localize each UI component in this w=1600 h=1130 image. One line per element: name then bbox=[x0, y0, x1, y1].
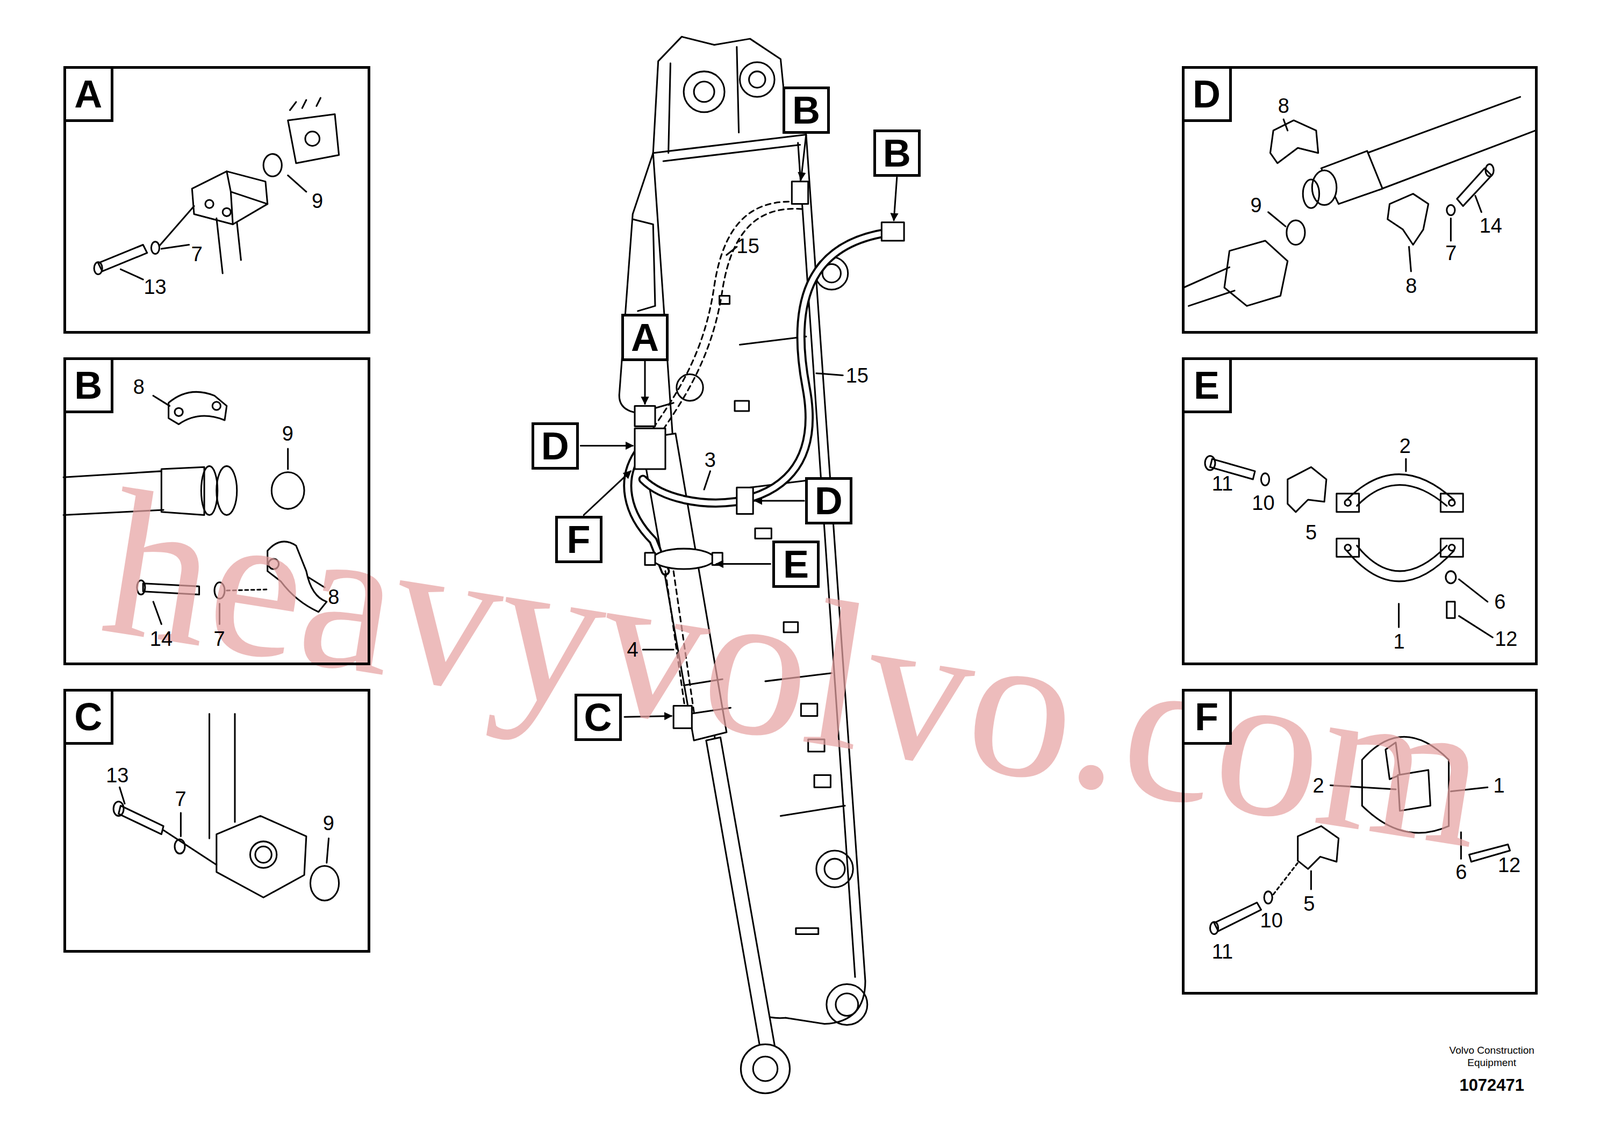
maker-name: Volvo Construction Equipment bbox=[1435, 1044, 1549, 1070]
detail-panel: B bbox=[63, 357, 371, 666]
callout-box: A bbox=[621, 313, 669, 362]
callout-number: 14 bbox=[1479, 215, 1503, 236]
callout-letter: D bbox=[541, 426, 570, 466]
callout-number: 7 bbox=[174, 788, 186, 810]
callout-letter: B bbox=[792, 90, 821, 130]
callout-number: 9 bbox=[323, 813, 335, 834]
detail-panel: F bbox=[1181, 689, 1539, 996]
callout-number: 6 bbox=[1494, 591, 1506, 613]
callout-number: 10 bbox=[1260, 910, 1283, 931]
callout-number: 8 bbox=[327, 586, 340, 608]
panel-letter: D bbox=[1184, 68, 1232, 123]
callout-number: 13 bbox=[105, 765, 129, 786]
callout-number: 9 bbox=[282, 423, 294, 444]
watermark: heavyvolvo.com bbox=[92, 456, 1500, 881]
callout-letter: F bbox=[567, 520, 591, 559]
callout-box: D bbox=[531, 422, 579, 470]
callout-number: 11 bbox=[1211, 473, 1233, 494]
callout-box: B bbox=[782, 86, 830, 134]
detail-panel: D bbox=[1181, 66, 1539, 334]
callout-number: 12 bbox=[1494, 628, 1518, 650]
callout-number: 1 bbox=[1493, 775, 1505, 796]
callout-number: 8 bbox=[1405, 275, 1417, 297]
callout-letter: E bbox=[783, 544, 809, 584]
panel-letter: A bbox=[66, 68, 114, 123]
drawing-number: 1072471 bbox=[1459, 1075, 1525, 1096]
callout-number: 8 bbox=[133, 376, 145, 398]
callout-number: 2 bbox=[1399, 435, 1411, 457]
callout-number: 9 bbox=[311, 190, 324, 212]
callout-number: 4 bbox=[627, 639, 639, 660]
callout-box: B bbox=[873, 129, 921, 177]
callout-number: 8 bbox=[1278, 95, 1290, 117]
callout-box: D bbox=[805, 477, 853, 525]
callout-box: C bbox=[574, 693, 622, 742]
callout-number: 2 bbox=[1312, 775, 1324, 796]
callout-box: F bbox=[555, 515, 603, 564]
callout-number: 1 bbox=[1393, 631, 1405, 652]
callout-number: 9 bbox=[1250, 195, 1262, 216]
panel-letter: E bbox=[1184, 360, 1232, 414]
callout-letter: B bbox=[883, 133, 911, 173]
callout-box: E bbox=[772, 540, 820, 588]
panel-letter: B bbox=[66, 360, 114, 414]
callout-number: 7 bbox=[191, 244, 203, 265]
callout-letter: A bbox=[630, 318, 659, 357]
detail-panel: A bbox=[63, 66, 371, 334]
callout-letter: D bbox=[814, 481, 843, 521]
callout-number: 14 bbox=[149, 628, 173, 650]
callout-number: 10 bbox=[1251, 492, 1275, 514]
callout-number: 3 bbox=[704, 449, 716, 471]
callout-number: 7 bbox=[1445, 242, 1457, 264]
callout-number: 7 bbox=[213, 628, 226, 650]
callout-number: 15 bbox=[736, 235, 760, 257]
callout-letter: C bbox=[584, 698, 613, 737]
callout-number: 5 bbox=[1305, 522, 1317, 543]
callout-number: 15 bbox=[845, 365, 869, 386]
detail-panel: E bbox=[1181, 357, 1539, 666]
callout-number: 13 bbox=[143, 276, 167, 298]
callout-number: 6 bbox=[1455, 862, 1467, 883]
callout-number: 12 bbox=[1497, 855, 1521, 876]
callout-number: 5 bbox=[1303, 893, 1315, 915]
panel-letter: C bbox=[66, 691, 114, 745]
callout-number: 11 bbox=[1211, 941, 1233, 963]
panel-letter: F bbox=[1184, 691, 1232, 745]
